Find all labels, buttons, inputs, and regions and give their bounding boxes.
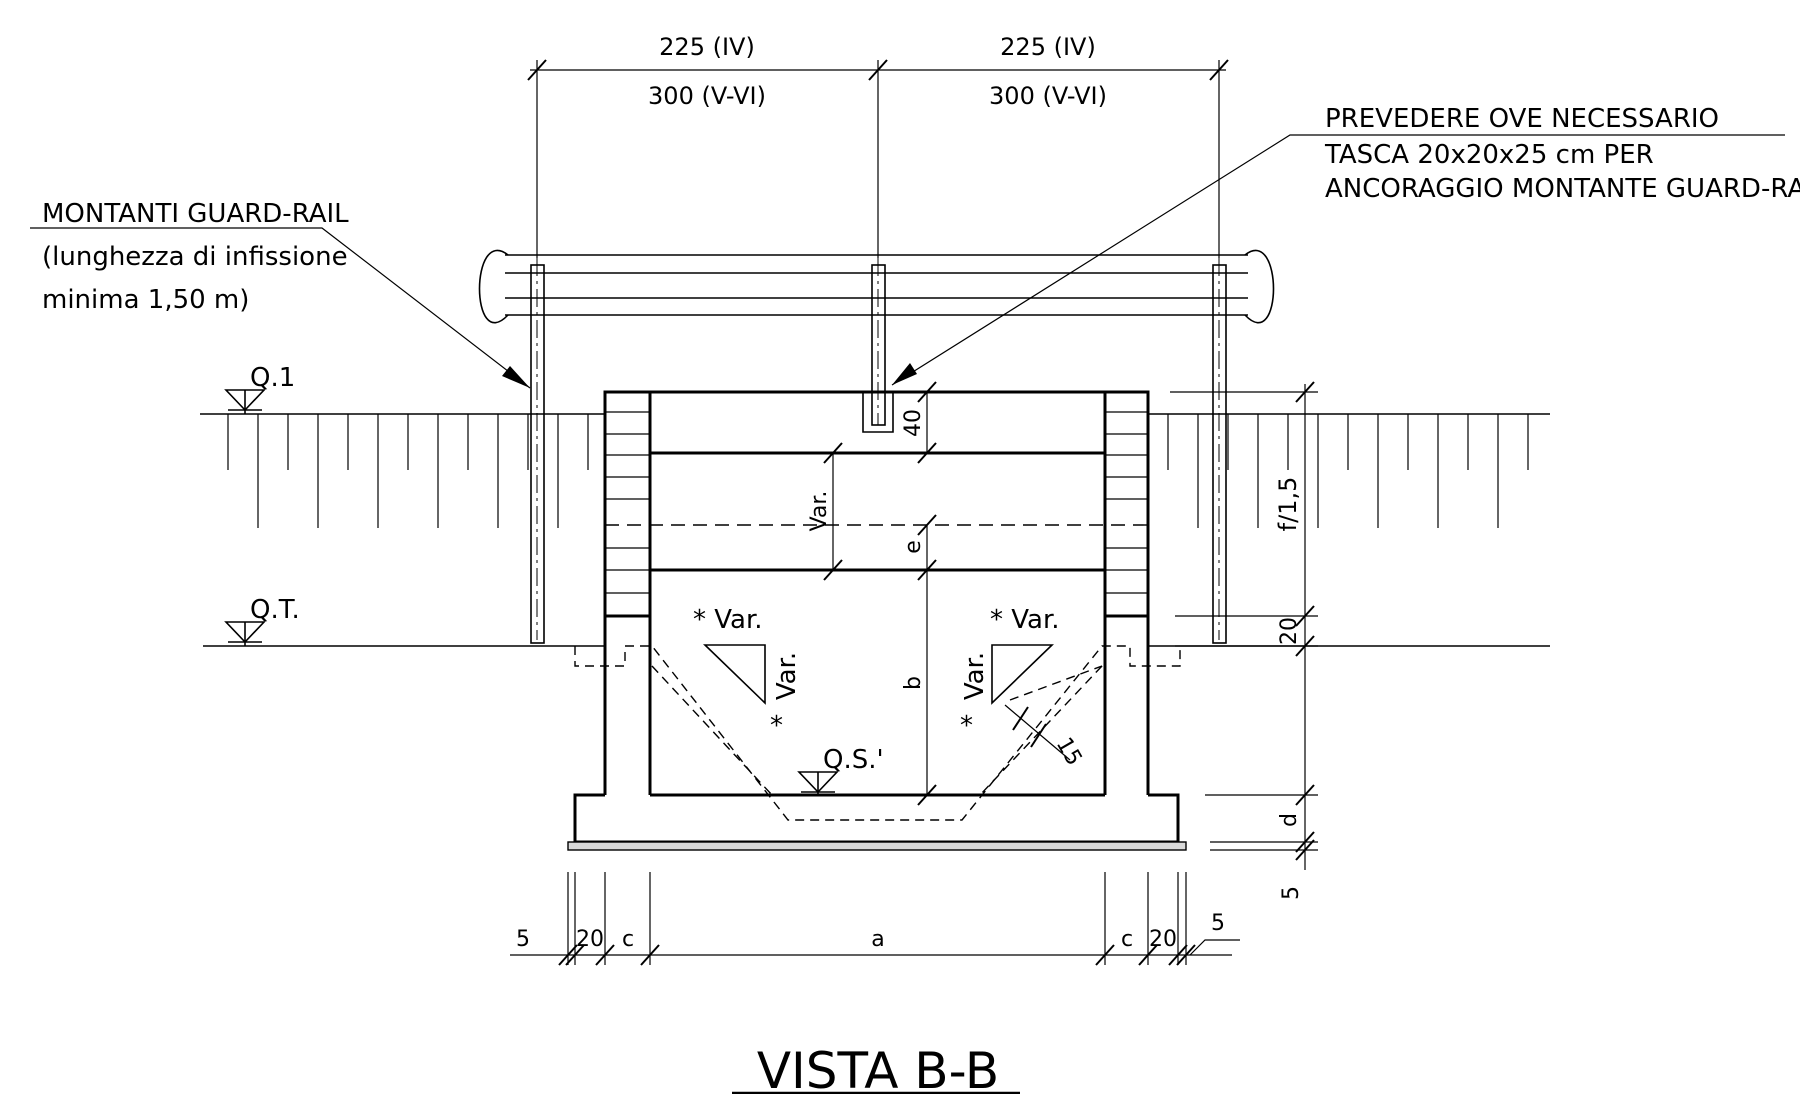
- dim-5-right-vertical: 5: [1279, 886, 1304, 900]
- dim-20-left: 20: [576, 927, 604, 952]
- dim-top-right-upper: 225 (IV): [1000, 33, 1096, 61]
- note-tasca-line3: ANCORAGGIO MONTANTE GUARD-RAIL: [1325, 174, 1800, 204]
- note-tasca-line1: PREVEDERE OVE NECESSARIO: [1325, 104, 1719, 134]
- dim-b: b: [901, 676, 926, 690]
- note-montanti-line1: MONTANTI GUARD-RAIL: [42, 199, 349, 229]
- level-marker-qt: Q.T.: [224, 595, 300, 646]
- slope-right-v: Var.: [960, 652, 990, 700]
- dim-5-left: 5: [516, 927, 530, 952]
- ground-q1: [200, 413, 1550, 528]
- slope-left-v: Var.: [772, 652, 802, 700]
- note-montanti-line2: (lunghezza di infissione: [42, 242, 348, 272]
- note-tasca: PREVEDERE OVE NECESSARIO TASCA 20x20x25 …: [891, 104, 1800, 386]
- slope-left-star: *: [770, 711, 783, 741]
- right-dimensions: f/1,5 20 d 5: [1170, 381, 1318, 900]
- dim-var-vertical: Var.: [807, 491, 832, 532]
- level-marker-qs: Q.S.': [797, 745, 884, 796]
- inner-dimensions: 40 Var. e b: [807, 381, 937, 806]
- label-qs: Q.S.': [823, 745, 884, 775]
- label-qt: Q.T.: [250, 595, 300, 625]
- title-text: VISTA B-B: [757, 1042, 999, 1094]
- dim-a: a: [871, 927, 884, 952]
- dim-top-left-lower: 300 (V-VI): [648, 82, 766, 110]
- dim-f-over: f/1,5: [1274, 477, 1302, 532]
- note-montanti-line3: minima 1,50 m): [42, 285, 249, 315]
- label-q1: Q.1: [250, 363, 295, 393]
- note-montanti: MONTANTI GUARD-RAIL (lunghezza di infiss…: [30, 199, 531, 389]
- dim-top-left-upper: 225 (IV): [659, 33, 755, 61]
- level-marker-q1: Q.1: [224, 363, 295, 414]
- slope-right: * Var. Var. *: [960, 605, 1060, 741]
- bottom-dimensions: 5 20 c a c 20 5: [510, 872, 1240, 966]
- slope-right-star: *: [960, 711, 973, 741]
- slope-right-h: * Var.: [990, 605, 1060, 635]
- dim-c-left: c: [622, 927, 634, 952]
- dim-top-right-lower: 300 (V-VI): [989, 82, 1107, 110]
- culvert-structure: [567, 390, 1187, 851]
- dim-15-group: 15: [1004, 704, 1087, 770]
- dim-20-right-bottom: 20: [1149, 927, 1177, 952]
- slope-left: * Var. Var. *: [693, 605, 802, 741]
- dim-e: e: [901, 540, 926, 554]
- dim-c-right: c: [1121, 927, 1133, 952]
- view-title: VISTA B-B: [732, 1042, 1020, 1094]
- top-dimensions: 225 (IV) 300 (V-VI) 225 (IV) 300 (V-VI): [527, 33, 1229, 258]
- guard-rail: [478, 249, 1275, 644]
- note-tasca-line2: TASCA 20x20x25 cm PER: [1324, 140, 1654, 170]
- dim-40: 40: [901, 409, 926, 437]
- dim-20-right: 20: [1277, 617, 1302, 645]
- dim-15: 15: [1051, 733, 1087, 770]
- dim-d: d: [1277, 813, 1302, 827]
- slope-left-h: * Var.: [693, 605, 763, 635]
- dim-5-right: 5: [1211, 911, 1225, 936]
